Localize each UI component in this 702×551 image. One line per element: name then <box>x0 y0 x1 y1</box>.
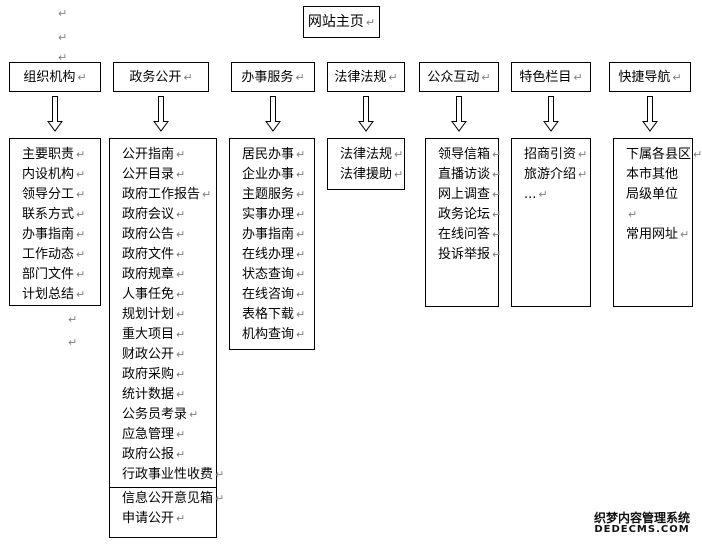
list-item[interactable]: 本市其他局级单位↵ <box>626 167 679 221</box>
list-item[interactable]: 旅游介绍↵ <box>524 167 588 182</box>
list-item[interactable]: 居民办事↵ <box>242 147 306 162</box>
list-item[interactable]: 下属各县区↵ <box>626 147 702 162</box>
list-item[interactable]: 计划总结↵ <box>22 287 86 302</box>
list-item[interactable]: 工作动态↵ <box>22 247 86 262</box>
node-header-label: 办事服务↵ <box>241 69 305 85</box>
watermark-en-text: DEDECMS.COM <box>594 523 690 535</box>
list-item[interactable]: 直播访谈↵ <box>438 167 502 182</box>
node-header-featured[interactable]: 特色栏目↵ <box>511 62 591 92</box>
node-list-quick-nav: 下属各县区↵ 本市其他局级单位↵ 常用网址↵ <box>613 138 702 307</box>
connector-arrow-down <box>153 96 169 132</box>
list-item[interactable]: 常用网址↵ <box>626 227 690 242</box>
list-item[interactable]: 状态查询↵ <box>242 267 306 282</box>
list-item[interactable]: 主要职责↵ <box>22 147 86 162</box>
node-list-organization: 主要职责↵ 内设机构↵ 领导分工↵ 联系方式↵ 办事指南↵ 工作动态↵ 部门文件… <box>9 138 101 306</box>
node-header-government-affairs[interactable]: 政务公开↵ <box>113 62 209 92</box>
list-item[interactable]: ...↵ <box>524 187 548 202</box>
node-header-label: 政务公开↵ <box>129 69 193 85</box>
node-list-featured: 招商引资↵ 旅游介绍↵ ...↵ <box>511 138 591 307</box>
node-header-organization[interactable]: 组织机构↵ <box>9 62 101 92</box>
list-item[interactable]: 表格下载↵ <box>242 307 306 322</box>
list-item[interactable]: 投诉举报↵ <box>438 247 502 262</box>
node-header-label: 法律法规↵ <box>334 69 398 85</box>
list-item[interactable]: 法律法规↵ <box>340 147 404 162</box>
list-item[interactable]: 部门文件↵ <box>22 267 86 282</box>
list-item[interactable]: 办事指南↵ <box>22 227 86 242</box>
list-item[interactable]: 规划计划↵ <box>122 307 186 322</box>
node-list-laws: 法律法规↵ 法律援助↵ <box>327 138 405 190</box>
list-item[interactable]: 领导信箱↵ <box>438 147 502 162</box>
list-item[interactable]: 法律援助↵ <box>340 167 404 182</box>
list-item[interactable]: 政府工作报告↵ <box>122 187 212 202</box>
node-header-laws[interactable]: 法律法规↵ <box>327 62 405 92</box>
connector-arrow-down <box>543 96 559 132</box>
list-item[interactable]: 政务论坛↵ <box>438 207 502 222</box>
paragraph-mark: ↵ <box>58 31 68 44</box>
list-item[interactable]: 公开目录↵ <box>122 167 186 182</box>
node-list-services: 居民办事↵ 企业办事↵ 主题服务↵ 实事办理↵ 办事指南↵ 在线办理↵ 状态查询… <box>229 138 315 350</box>
list-item[interactable]: 财政公开↵ <box>122 347 186 362</box>
list-item[interactable]: 在线问答↵ <box>438 227 502 242</box>
list-item[interactable]: 领导分工↵ <box>22 187 86 202</box>
paragraph-mark: ↵ <box>58 51 68 64</box>
paragraph-mark: ↵ <box>58 7 68 20</box>
list-item[interactable]: 政府文件↵ <box>122 247 186 262</box>
node-header-label: 组织机构↵ <box>23 69 87 85</box>
connector-arrow-down <box>642 96 658 132</box>
list-item[interactable]: 主题服务↵ <box>242 187 306 202</box>
watermark-cn-text: 织梦内容管理系统 <box>593 511 690 525</box>
node-header-services[interactable]: 办事服务↵ <box>231 62 315 92</box>
list-item[interactable]: 行政事业性收费↵ <box>122 467 225 482</box>
list-item[interactable]: 机构查询↵ <box>242 327 306 342</box>
node-list-government-affairs: 公开指南↵ 公开目录↵ 政府工作报告↵ 政府会议↵ 政府公告↵ 政府文件↵ 政府… <box>109 138 225 538</box>
list-item[interactable]: 政府采购↵ <box>122 367 186 382</box>
list-item[interactable]: 政府规章↵ <box>122 267 186 282</box>
list-item[interactable]: 招商引资↵ <box>524 147 588 162</box>
node-header-label: 公众互动↵ <box>427 69 491 85</box>
list-item[interactable]: 网上调查↵ <box>438 187 502 202</box>
node-header-public-interaction[interactable]: 公众互动↵ <box>419 62 499 92</box>
list-item[interactable]: 申请公开↵ <box>122 511 186 526</box>
connector-arrow-down <box>47 96 63 132</box>
watermark: 织梦内容管理系统 DEDECMS.COM <box>586 512 698 535</box>
list-item[interactable]: 办事指南↵ <box>242 227 306 242</box>
list-item[interactable]: 政府公告↵ <box>122 227 186 242</box>
connector-arrow-down <box>451 96 467 132</box>
list-item[interactable]: 企业办事↵ <box>242 167 306 182</box>
list-item[interactable]: 政府公报↵ <box>122 447 186 462</box>
list-item[interactable]: 在线咨询↵ <box>242 287 306 302</box>
list-item[interactable]: 应急管理↵ <box>122 427 186 442</box>
list-item[interactable]: 在线办理↵ <box>242 247 306 262</box>
list-item[interactable]: 政府会议↵ <box>122 207 186 222</box>
list-item[interactable]: 内设机构↵ <box>22 167 86 182</box>
list-item[interactable]: 统计数据↵ <box>122 387 186 402</box>
list-item[interactable]: 公开指南↵ <box>122 147 186 162</box>
node-header-label: 快捷导航↵ <box>618 69 682 85</box>
list-item[interactable]: 信息公开意见箱↵ <box>110 487 224 509</box>
connector-arrow-down <box>265 96 281 132</box>
node-header-label: 特色栏目↵ <box>519 69 583 85</box>
list-item[interactable]: 公务员考录↵ <box>122 407 199 422</box>
node-root-label: 网站主页↵ <box>307 14 376 30</box>
list-item[interactable]: 重大项目↵ <box>122 327 186 342</box>
list-item[interactable]: 实事办理↵ <box>242 207 306 222</box>
connector-arrow-down <box>358 96 374 132</box>
paragraph-mark: ↵ <box>68 313 78 326</box>
node-list-public-interaction: 领导信箱↵ 直播访谈↵ 网上调查↵ 政务论坛↵ 在线问答↵ 投诉举报↵ <box>425 138 502 307</box>
paragraph-mark: ↵ <box>68 336 78 349</box>
node-root-homepage[interactable]: 网站主页↵ <box>303 6 380 38</box>
list-item[interactable]: 联系方式↵ <box>22 207 86 222</box>
node-header-quick-nav[interactable]: 快捷导航↵ <box>609 62 691 92</box>
list-item[interactable]: 人事任免↵ <box>122 287 186 302</box>
